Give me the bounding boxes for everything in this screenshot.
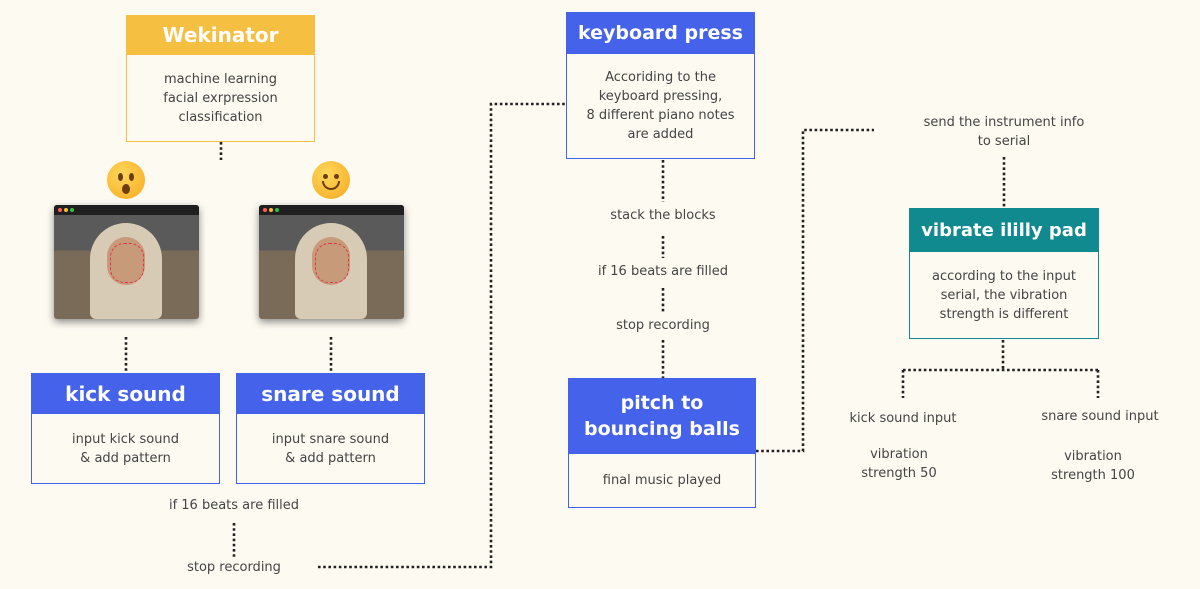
label-if-filled-mid: if 16 beats are filled bbox=[597, 264, 729, 279]
snare-sound-node: snare sound input snare sound & add patt… bbox=[236, 373, 425, 484]
smiling-face-emoji-icon bbox=[312, 161, 350, 199]
label-kick-input: kick sound input bbox=[849, 411, 957, 426]
stop-to-keyboard-connector bbox=[318, 102, 566, 569]
pitch-to-serial-connector bbox=[756, 128, 874, 453]
webcam-photo-smiling bbox=[259, 205, 404, 319]
label-stack-blocks: stack the blocks bbox=[610, 208, 716, 223]
label-snare-input: snare sound input bbox=[1041, 409, 1159, 424]
vibrate-pad-title: vibrate ililly pad bbox=[909, 208, 1099, 252]
label-stop-left: stop recording bbox=[187, 560, 281, 575]
vibrate-split-connector bbox=[901, 340, 1100, 398]
wekinator-title: Wekinator bbox=[126, 15, 315, 55]
snare-sound-title: snare sound bbox=[236, 373, 425, 414]
webcam-photo-surprised bbox=[54, 205, 199, 319]
keyboard-press-description: Accoriding to the keyboard pressing, 8 d… bbox=[566, 54, 755, 159]
label-send-serial: send the instrument info to serial bbox=[923, 115, 1085, 149]
kick-sound-description: input kick sound & add pattern bbox=[31, 414, 220, 484]
label-vibration-100: vibration strength 100 bbox=[1051, 449, 1135, 483]
wekinator-description: machine learning facial exrpression clas… bbox=[126, 55, 315, 142]
label-stop-mid: stop recording bbox=[616, 318, 710, 333]
kick-sound-title: kick sound bbox=[31, 373, 220, 414]
label-if-filled-left: if 16 beats are filled bbox=[168, 498, 300, 513]
wekinator-node: Wekinator machine learning facial exrpre… bbox=[126, 15, 315, 142]
pitch-bouncing-balls-title: pitch to bouncing balls bbox=[568, 378, 756, 454]
label-vibration-50: vibration strength 50 bbox=[861, 447, 937, 481]
vibrate-pad-description: according to the input serial, the vibra… bbox=[909, 252, 1099, 339]
pitch-bouncing-balls-description: final music played bbox=[568, 454, 756, 508]
vibrate-pad-node: vibrate ililly pad according to the inpu… bbox=[909, 208, 1099, 339]
keyboard-press-node: keyboard press Accoriding to the keyboar… bbox=[566, 12, 755, 159]
pitch-bouncing-balls-node: pitch to bouncing balls final music play… bbox=[568, 378, 756, 508]
keyboard-press-title: keyboard press bbox=[566, 12, 755, 54]
snare-sound-description: input snare sound & add pattern bbox=[236, 414, 425, 484]
kick-sound-node: kick sound input kick sound & add patter… bbox=[31, 373, 220, 484]
surprised-face-emoji-icon bbox=[107, 161, 145, 199]
